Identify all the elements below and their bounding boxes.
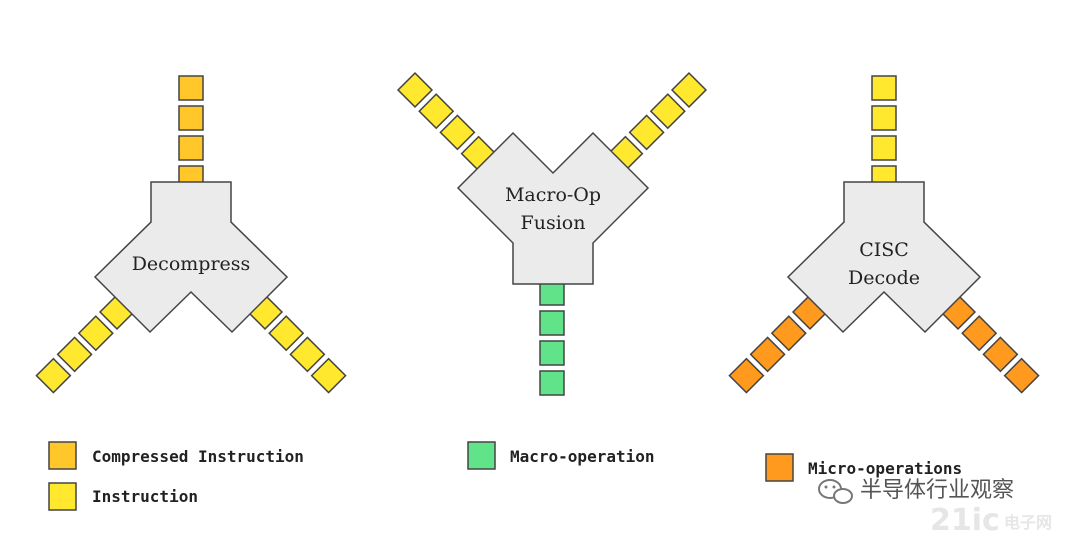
legend-swatch-micro: [765, 453, 794, 482]
watermark-text: 半导体行业观察: [860, 478, 1014, 503]
instruction-square: [649, 93, 686, 130]
instruction-square: [77, 315, 114, 352]
instruction-square: [418, 93, 455, 130]
watermark: 半导体行业观察 21ic 电子网: [818, 478, 1052, 536]
compressed-instruction-square: [178, 75, 204, 101]
legend-label-micro: Micro-operations: [808, 459, 962, 478]
instruction-square: [871, 135, 897, 161]
instruction-square: [35, 357, 72, 394]
instruction-square: [310, 357, 347, 394]
instruction-square: [670, 71, 708, 109]
micro-operation-square: [961, 315, 998, 352]
legend-swatch-macro: [467, 441, 496, 470]
legend-label-instruction: Instruction: [92, 487, 198, 506]
instruction-square: [628, 114, 665, 151]
legend-label-macro: Macro-operation: [510, 447, 655, 466]
legend: Compressed Instruction Instruction Macro…: [48, 441, 962, 511]
fusion-node: [456, 131, 650, 285]
decompress-group: Decompress: [93, 181, 289, 334]
cisc-group: CISC Decode: [786, 181, 982, 334]
cisc-node: [786, 181, 982, 334]
cisc-label-line2: Decode: [848, 267, 920, 289]
instruction-square: [289, 336, 326, 373]
legend-swatch-instruction: [48, 482, 77, 511]
fusion-label-line1: Macro-Op: [505, 184, 601, 206]
instruction-square: [439, 114, 476, 151]
macro-operation-square: [539, 370, 565, 396]
macro-operation-square: [539, 340, 565, 366]
watermark-logo: 21ic: [930, 503, 1000, 536]
macro-operation-square: [539, 310, 565, 336]
wechat-icon: [818, 479, 853, 504]
micro-operation-square: [728, 357, 765, 394]
compressed-instruction-square: [178, 135, 204, 161]
decompress-label: Decompress: [132, 253, 251, 275]
micro-operation-square: [770, 315, 807, 352]
watermark-logo-sub: 电子网: [1004, 513, 1052, 532]
instruction-square: [396, 71, 434, 109]
micro-operation-square: [982, 336, 1019, 373]
decompress-node: [93, 181, 289, 334]
compressed-instruction-square: [178, 105, 204, 131]
micro-operation-square: [1003, 357, 1040, 394]
squares-layer: [35, 71, 1040, 396]
instruction-square: [871, 75, 897, 101]
fusion-group: Macro-Op Fusion: [456, 131, 650, 285]
instruction-square: [268, 315, 305, 352]
micro-operation-square: [749, 336, 786, 373]
instruction-square: [871, 105, 897, 131]
instruction-square: [56, 336, 93, 373]
cisc-label-line1: CISC: [859, 239, 909, 261]
fusion-label-line2: Fusion: [521, 212, 586, 234]
legend-swatch-compressed: [48, 441, 77, 470]
legend-label-compressed: Compressed Instruction: [92, 447, 304, 466]
